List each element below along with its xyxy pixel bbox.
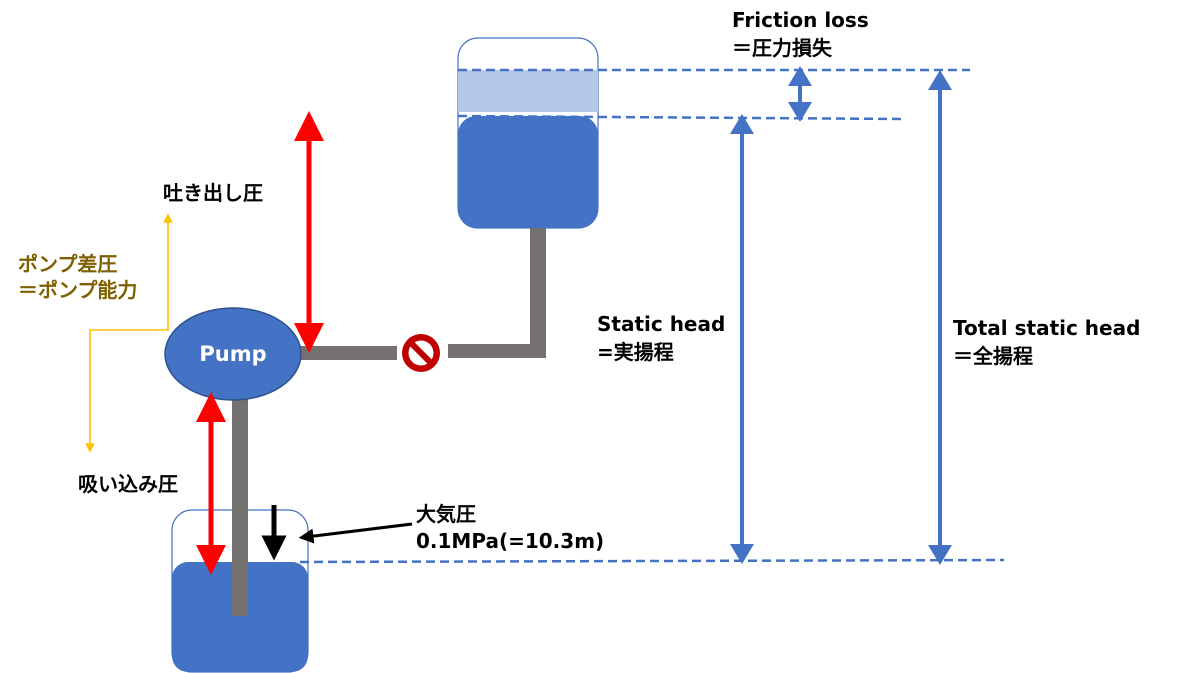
suction-pipe xyxy=(232,398,248,616)
pump-differential-bracket xyxy=(85,213,173,453)
upper-tank-water xyxy=(458,116,598,228)
total-static-head-label-line1: Total static head xyxy=(953,316,1141,340)
no-entry-icon xyxy=(402,334,440,372)
suction-water-level xyxy=(299,558,1005,564)
pump-differential-label-line2: ＝ポンプ能力 xyxy=(18,278,138,302)
static-head-label-line2: =実揚程 xyxy=(597,340,674,364)
friction-loss-label-line1: Friction loss xyxy=(732,8,869,32)
discharge-pipe-riser xyxy=(530,228,546,358)
friction-loss-label-line2: ＝圧力損失 xyxy=(732,36,832,60)
lower-tank-water xyxy=(172,562,308,672)
pump-label: Pump xyxy=(199,342,267,366)
discharge-pressure-label: 吐き出し圧 xyxy=(163,181,263,205)
friction-loss-band xyxy=(458,70,598,112)
static-head-top-level xyxy=(457,114,905,121)
suction-pressure-label: 吸い込み圧 xyxy=(78,472,178,496)
atmospheric-label-line1: 大気圧 xyxy=(416,502,476,526)
discharge-pipe-right xyxy=(448,344,546,358)
total-static-head-label-line2: ＝全揚程 xyxy=(953,344,1033,368)
atmospheric-label-line2: 0.1MPa(=10.3m) xyxy=(416,529,605,553)
piping xyxy=(232,228,546,616)
static-head-label-line1: Static head xyxy=(597,312,726,336)
atmospheric-pointer-line xyxy=(298,522,413,544)
discharge-pipe-left xyxy=(300,346,397,360)
pump-differential-label-line1: ポンプ差圧 xyxy=(18,252,118,276)
upper-tank xyxy=(457,37,599,229)
